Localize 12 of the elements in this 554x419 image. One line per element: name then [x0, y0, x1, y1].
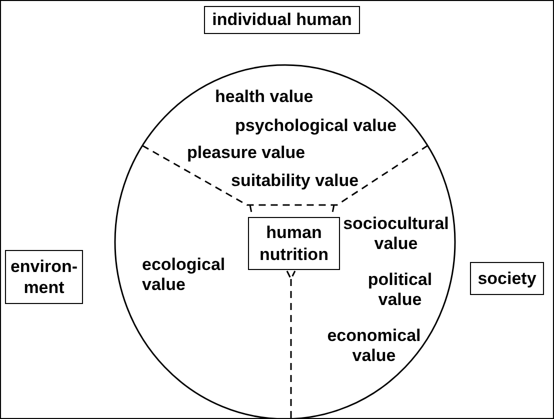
value-label: psychological value — [235, 116, 397, 136]
group-box: society — [470, 262, 544, 295]
value-label: health value — [215, 87, 314, 108]
value-label: pleasure value — [187, 143, 306, 164]
value-label: political value — [366, 270, 434, 311]
group-box: environ-ment — [5, 250, 83, 304]
value-label: sociocultural value — [342, 214, 450, 255]
group-box: individual human — [204, 6, 360, 34]
value-label: ecological value — [142, 255, 226, 296]
value-label: economical value — [326, 326, 422, 367]
center-box: human nutrition — [248, 217, 340, 270]
value-label: suitability value — [231, 171, 359, 192]
